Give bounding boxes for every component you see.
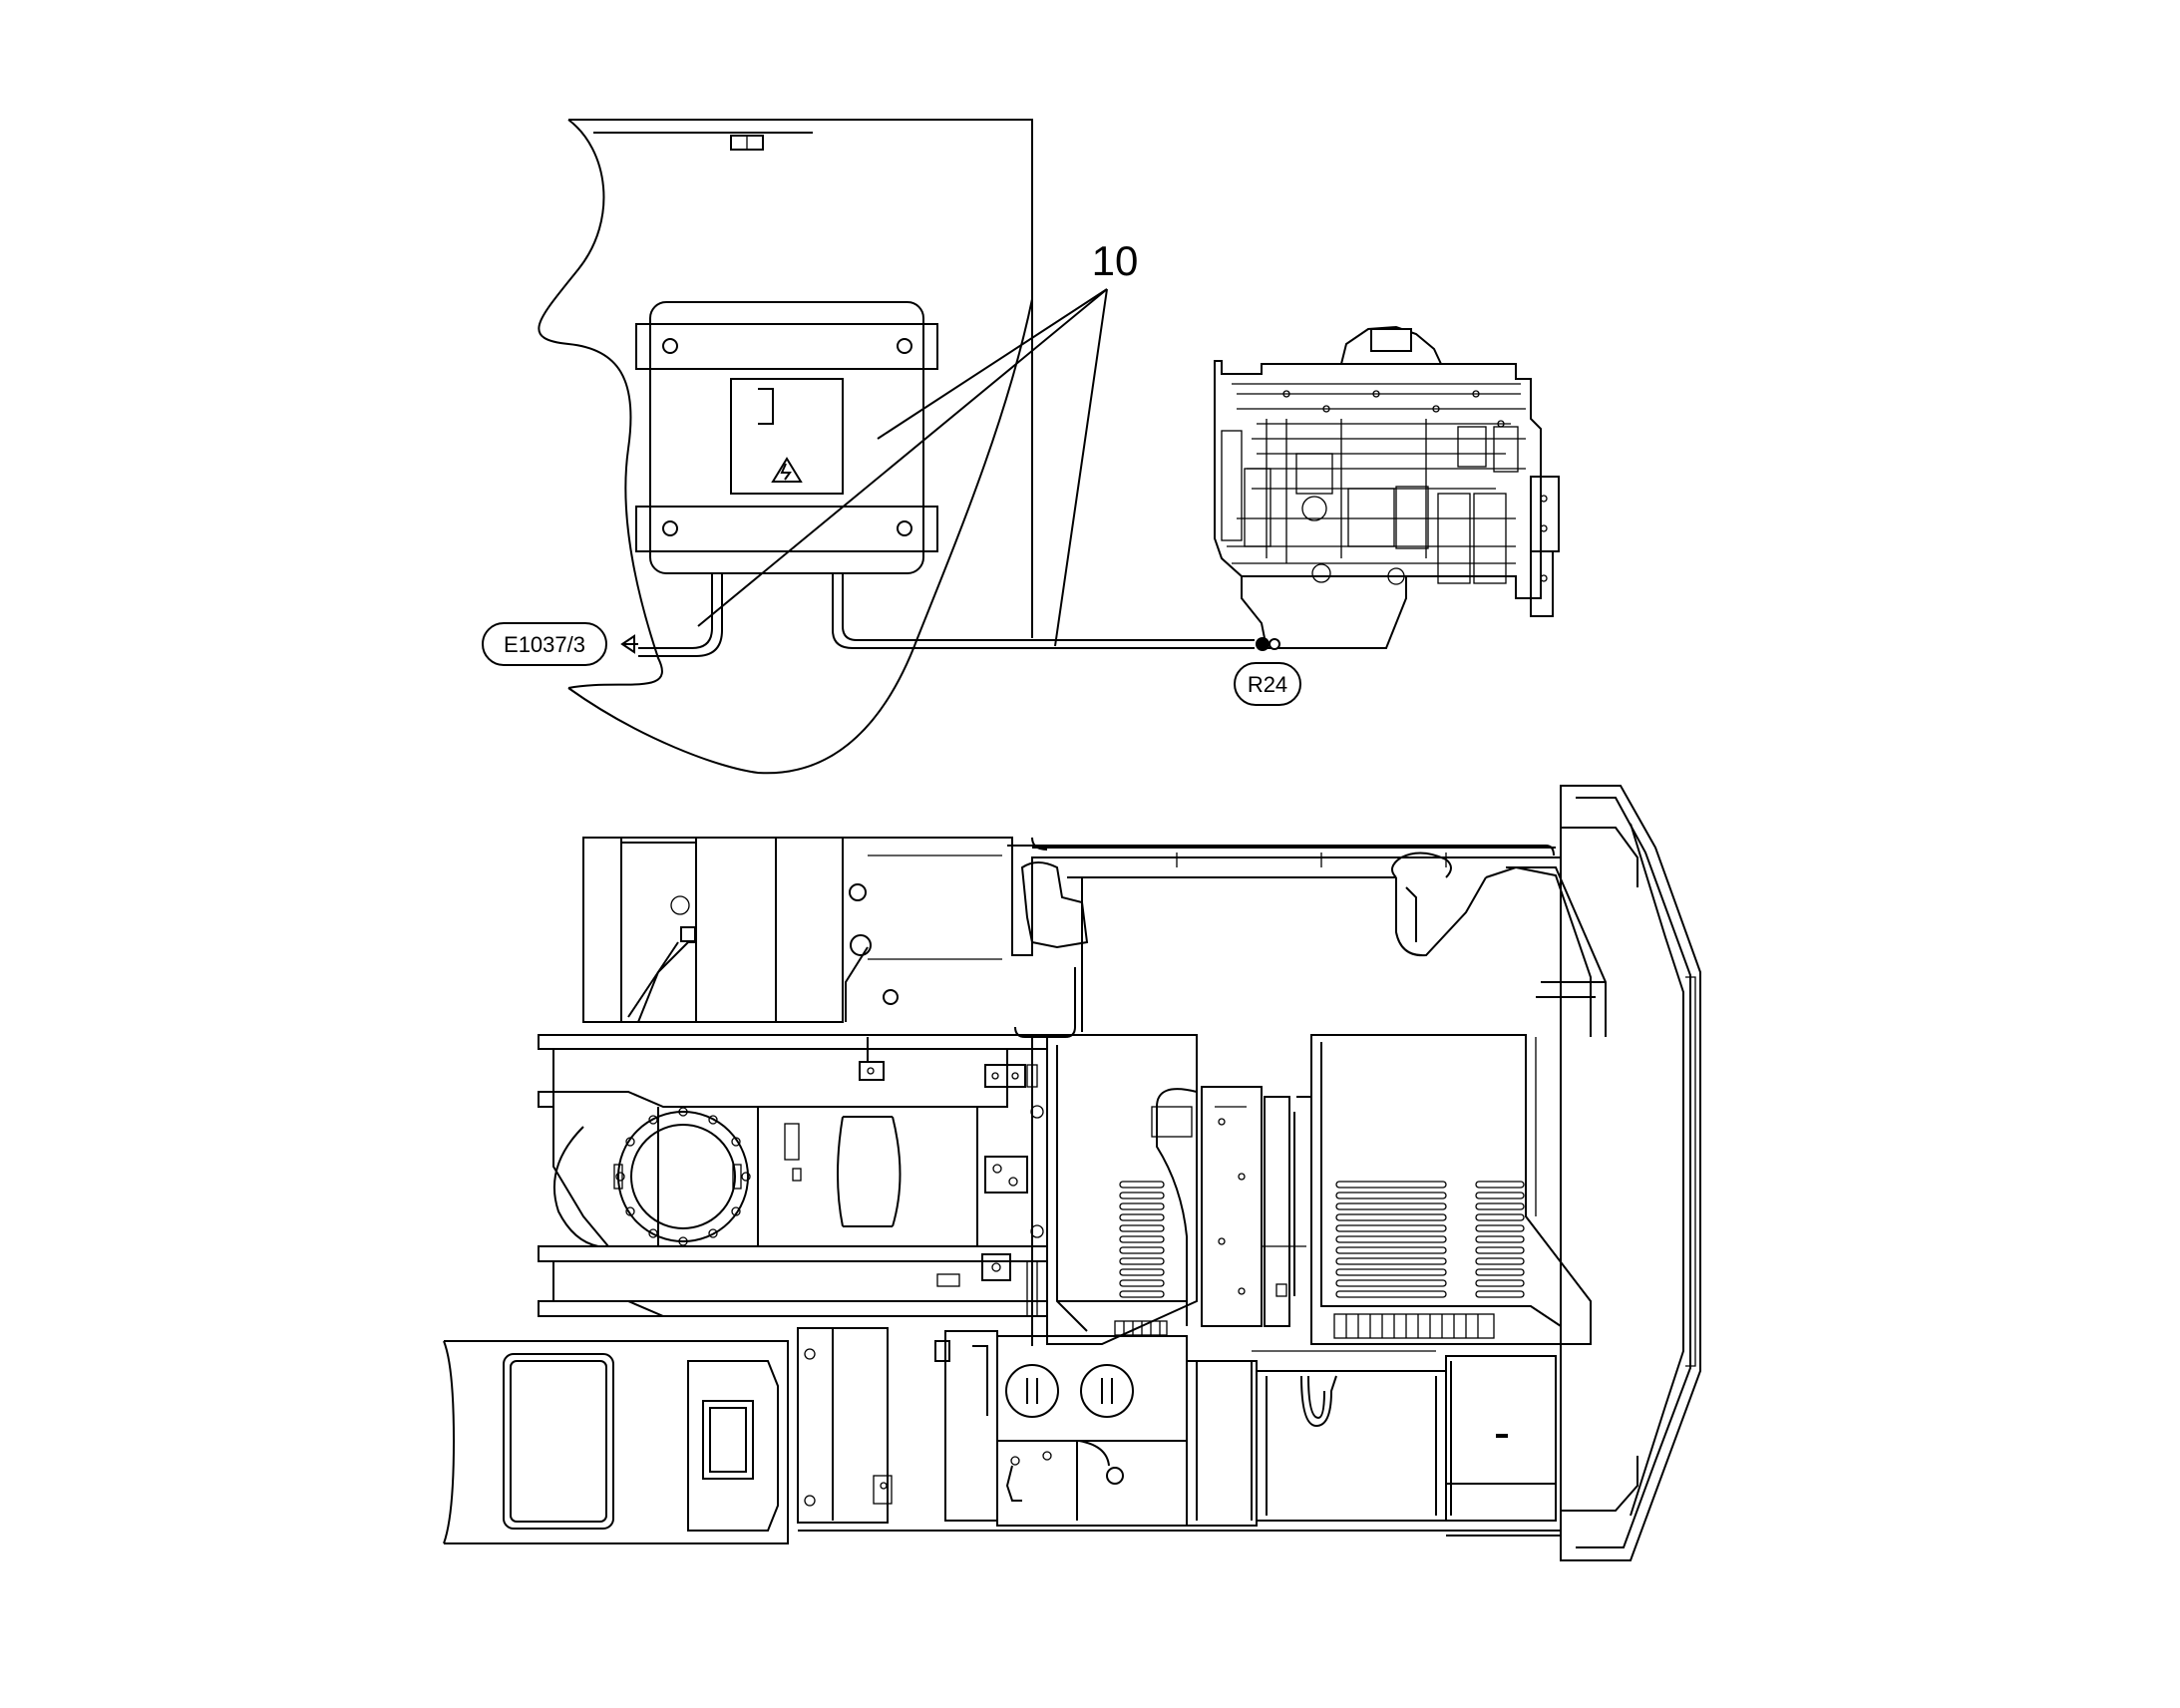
- panel-cutout-outline: [538, 119, 1033, 775]
- top-detail-view: E1037/3 10: [482, 119, 1560, 775]
- cable-right: [832, 573, 1255, 649]
- engine-hood-left: [1031, 1034, 1198, 1346]
- operator-cab: [443, 1340, 799, 1544]
- junction-box: [635, 301, 938, 574]
- vent-grille-left-hood: [1114, 1181, 1168, 1336]
- connector-r24-callout: R24: [1234, 662, 1301, 706]
- lower-compartments: [797, 1327, 1561, 1537]
- engine-hood-right: [1310, 1034, 1592, 1345]
- slewing-ring: [613, 1107, 751, 1246]
- connector-r24-label: R24: [1248, 672, 1287, 697]
- frame-fittings: [784, 1037, 1044, 1317]
- connector-e1037-callout: E1037/3: [482, 622, 607, 666]
- high-voltage-warning-icon: [771, 457, 803, 483]
- center-section: [1151, 1086, 1312, 1327]
- upper-frame: [583, 837, 1561, 956]
- vent-grille-right-hood: [1333, 1181, 1525, 1339]
- rear-counterweight: [1560, 785, 1701, 1561]
- sensor-r24: [1256, 637, 1280, 651]
- machine-top-view: [443, 785, 1701, 1561]
- battery-box: [582, 837, 1002, 1023]
- item-number-label: 10: [1092, 237, 1139, 284]
- upper-tank: [1007, 845, 1607, 1038]
- cable-left: [638, 573, 713, 649]
- leader-lines: [697, 288, 1108, 647]
- connector-e1037-label: E1037/3: [504, 632, 585, 657]
- connector-arrow-icon: [620, 634, 638, 654]
- engine-assembly: [1214, 325, 1560, 649]
